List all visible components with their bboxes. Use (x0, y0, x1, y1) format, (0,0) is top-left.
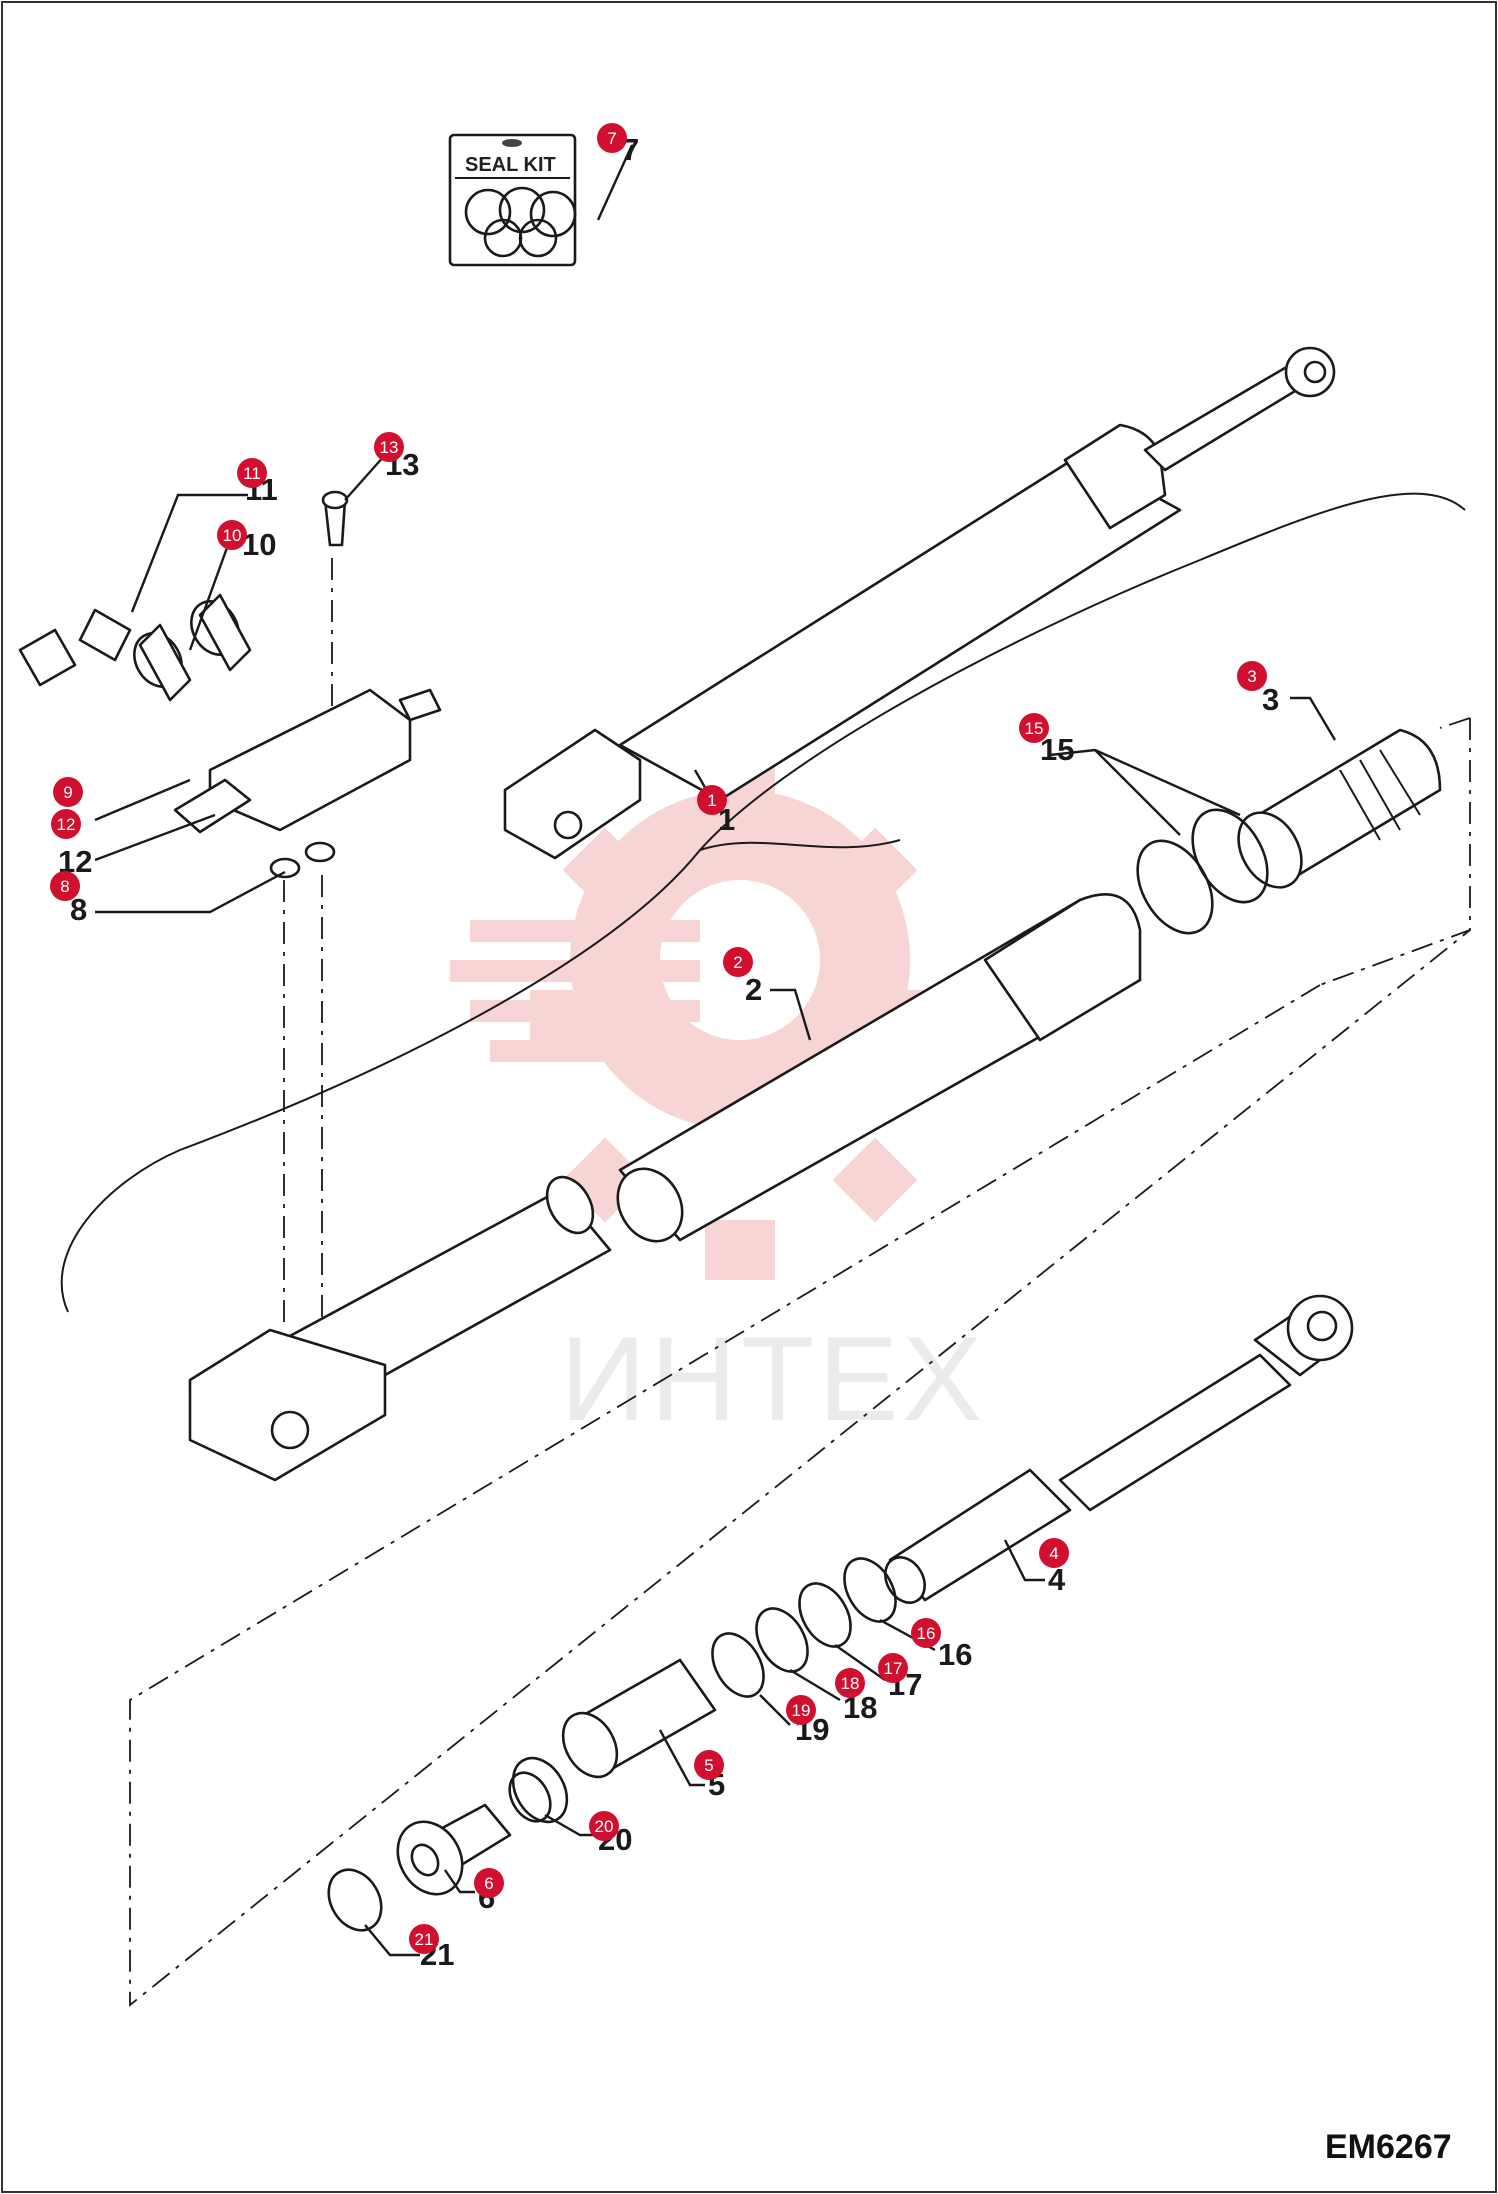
callout-3[interactable]: 3 (1237, 661, 1267, 691)
svg-text:19: 19 (792, 1701, 811, 1720)
svg-text:2: 2 (733, 953, 742, 972)
callout-15[interactable]: 15 (1019, 713, 1049, 743)
svg-text:12: 12 (57, 815, 76, 834)
callout-2[interactable]: 2 (723, 947, 753, 977)
svg-text:3: 3 (1247, 667, 1256, 686)
explode-lines (129, 550, 1471, 2007)
callout-badges: 7 13 11 10 9 12 8 1 3 15 2 4 16 17 18 19… (50, 123, 1267, 1954)
svg-text:4: 4 (1049, 1544, 1058, 1563)
svg-text:16: 16 (917, 1624, 936, 1643)
callout-11[interactable]: 11 (237, 458, 267, 488)
label-16: 16 (938, 1637, 972, 1672)
callout-5[interactable]: 5 (694, 1750, 724, 1780)
svg-text:6: 6 (484, 1874, 493, 1893)
o-ring-8 (269, 857, 301, 879)
label-4: 4 (1048, 1562, 1066, 1597)
rod-end-lower (1058, 1294, 1354, 1512)
piston-20 (508, 1756, 569, 1824)
callout-1[interactable]: 1 (697, 785, 727, 815)
label-3: 3 (1262, 682, 1279, 717)
callout-6[interactable]: 6 (474, 1868, 504, 1898)
drawing-code: EM6267 (1325, 2128, 1452, 2166)
callout-8[interactable]: 8 (50, 871, 80, 901)
callout-9[interactable]: 9 (53, 777, 83, 807)
gland (1237, 728, 1442, 889)
svg-text:5: 5 (704, 1756, 713, 1775)
cylinder-tube (188, 1175, 612, 1482)
callout-20[interactable]: 20 (589, 1811, 619, 1841)
svg-text:20: 20 (595, 1817, 614, 1836)
svg-text:10: 10 (223, 526, 242, 545)
callout-10[interactable]: 10 (217, 520, 247, 550)
seal-kit: SEAL KIT (448, 133, 577, 267)
callout-21[interactable]: 21 (409, 1924, 439, 1954)
rod-segment-4 (884, 1468, 1072, 1604)
label-2: 2 (745, 972, 762, 1007)
label-8: 8 (70, 892, 87, 927)
watermark-text: ИНТЕХ (560, 1312, 986, 1446)
svg-text:21: 21 (415, 1930, 434, 1949)
spacer-5 (561, 1658, 717, 1779)
valve-block (18, 593, 442, 834)
label-10: 10 (242, 527, 276, 562)
o-ring-12 (304, 841, 336, 863)
callout-7[interactable]: 7 (597, 123, 627, 153)
retaining-ring-21 (327, 1868, 383, 1932)
svg-text:9: 9 (63, 783, 72, 802)
section-curve-joint (699, 839, 901, 851)
callout-18[interactable]: 18 (835, 1668, 865, 1698)
callout-16[interactable]: 16 (911, 1618, 941, 1648)
callout-17[interactable]: 17 (878, 1653, 908, 1683)
piston-nut-6 (396, 1803, 512, 1896)
cylinder-rod-assembly (503, 346, 1336, 860)
svg-text:1: 1 (707, 791, 716, 810)
svg-text:15: 15 (1025, 719, 1044, 738)
svg-text:8: 8 (60, 877, 69, 896)
svg-text:13: 13 (380, 438, 399, 457)
callout-19[interactable]: 19 (786, 1695, 816, 1725)
svg-text:11: 11 (243, 464, 261, 483)
svg-text:18: 18 (841, 1674, 860, 1693)
cylinder-barrel (616, 893, 1142, 1243)
seal-kit-label: SEAL KIT (465, 154, 556, 176)
o-rings-15 (1136, 808, 1269, 935)
callout-4[interactable]: 4 (1039, 1538, 1069, 1568)
svg-text:7: 7 (607, 129, 616, 148)
label-15: 15 (1040, 732, 1074, 767)
callout-13[interactable]: 13 (374, 432, 404, 462)
seals-16-19 (711, 1557, 897, 1698)
leader-lines (94, 144, 1337, 1957)
callout-12[interactable]: 12 (51, 809, 81, 839)
bolt-13 (321, 490, 349, 547)
svg-text:17: 17 (884, 1659, 903, 1678)
